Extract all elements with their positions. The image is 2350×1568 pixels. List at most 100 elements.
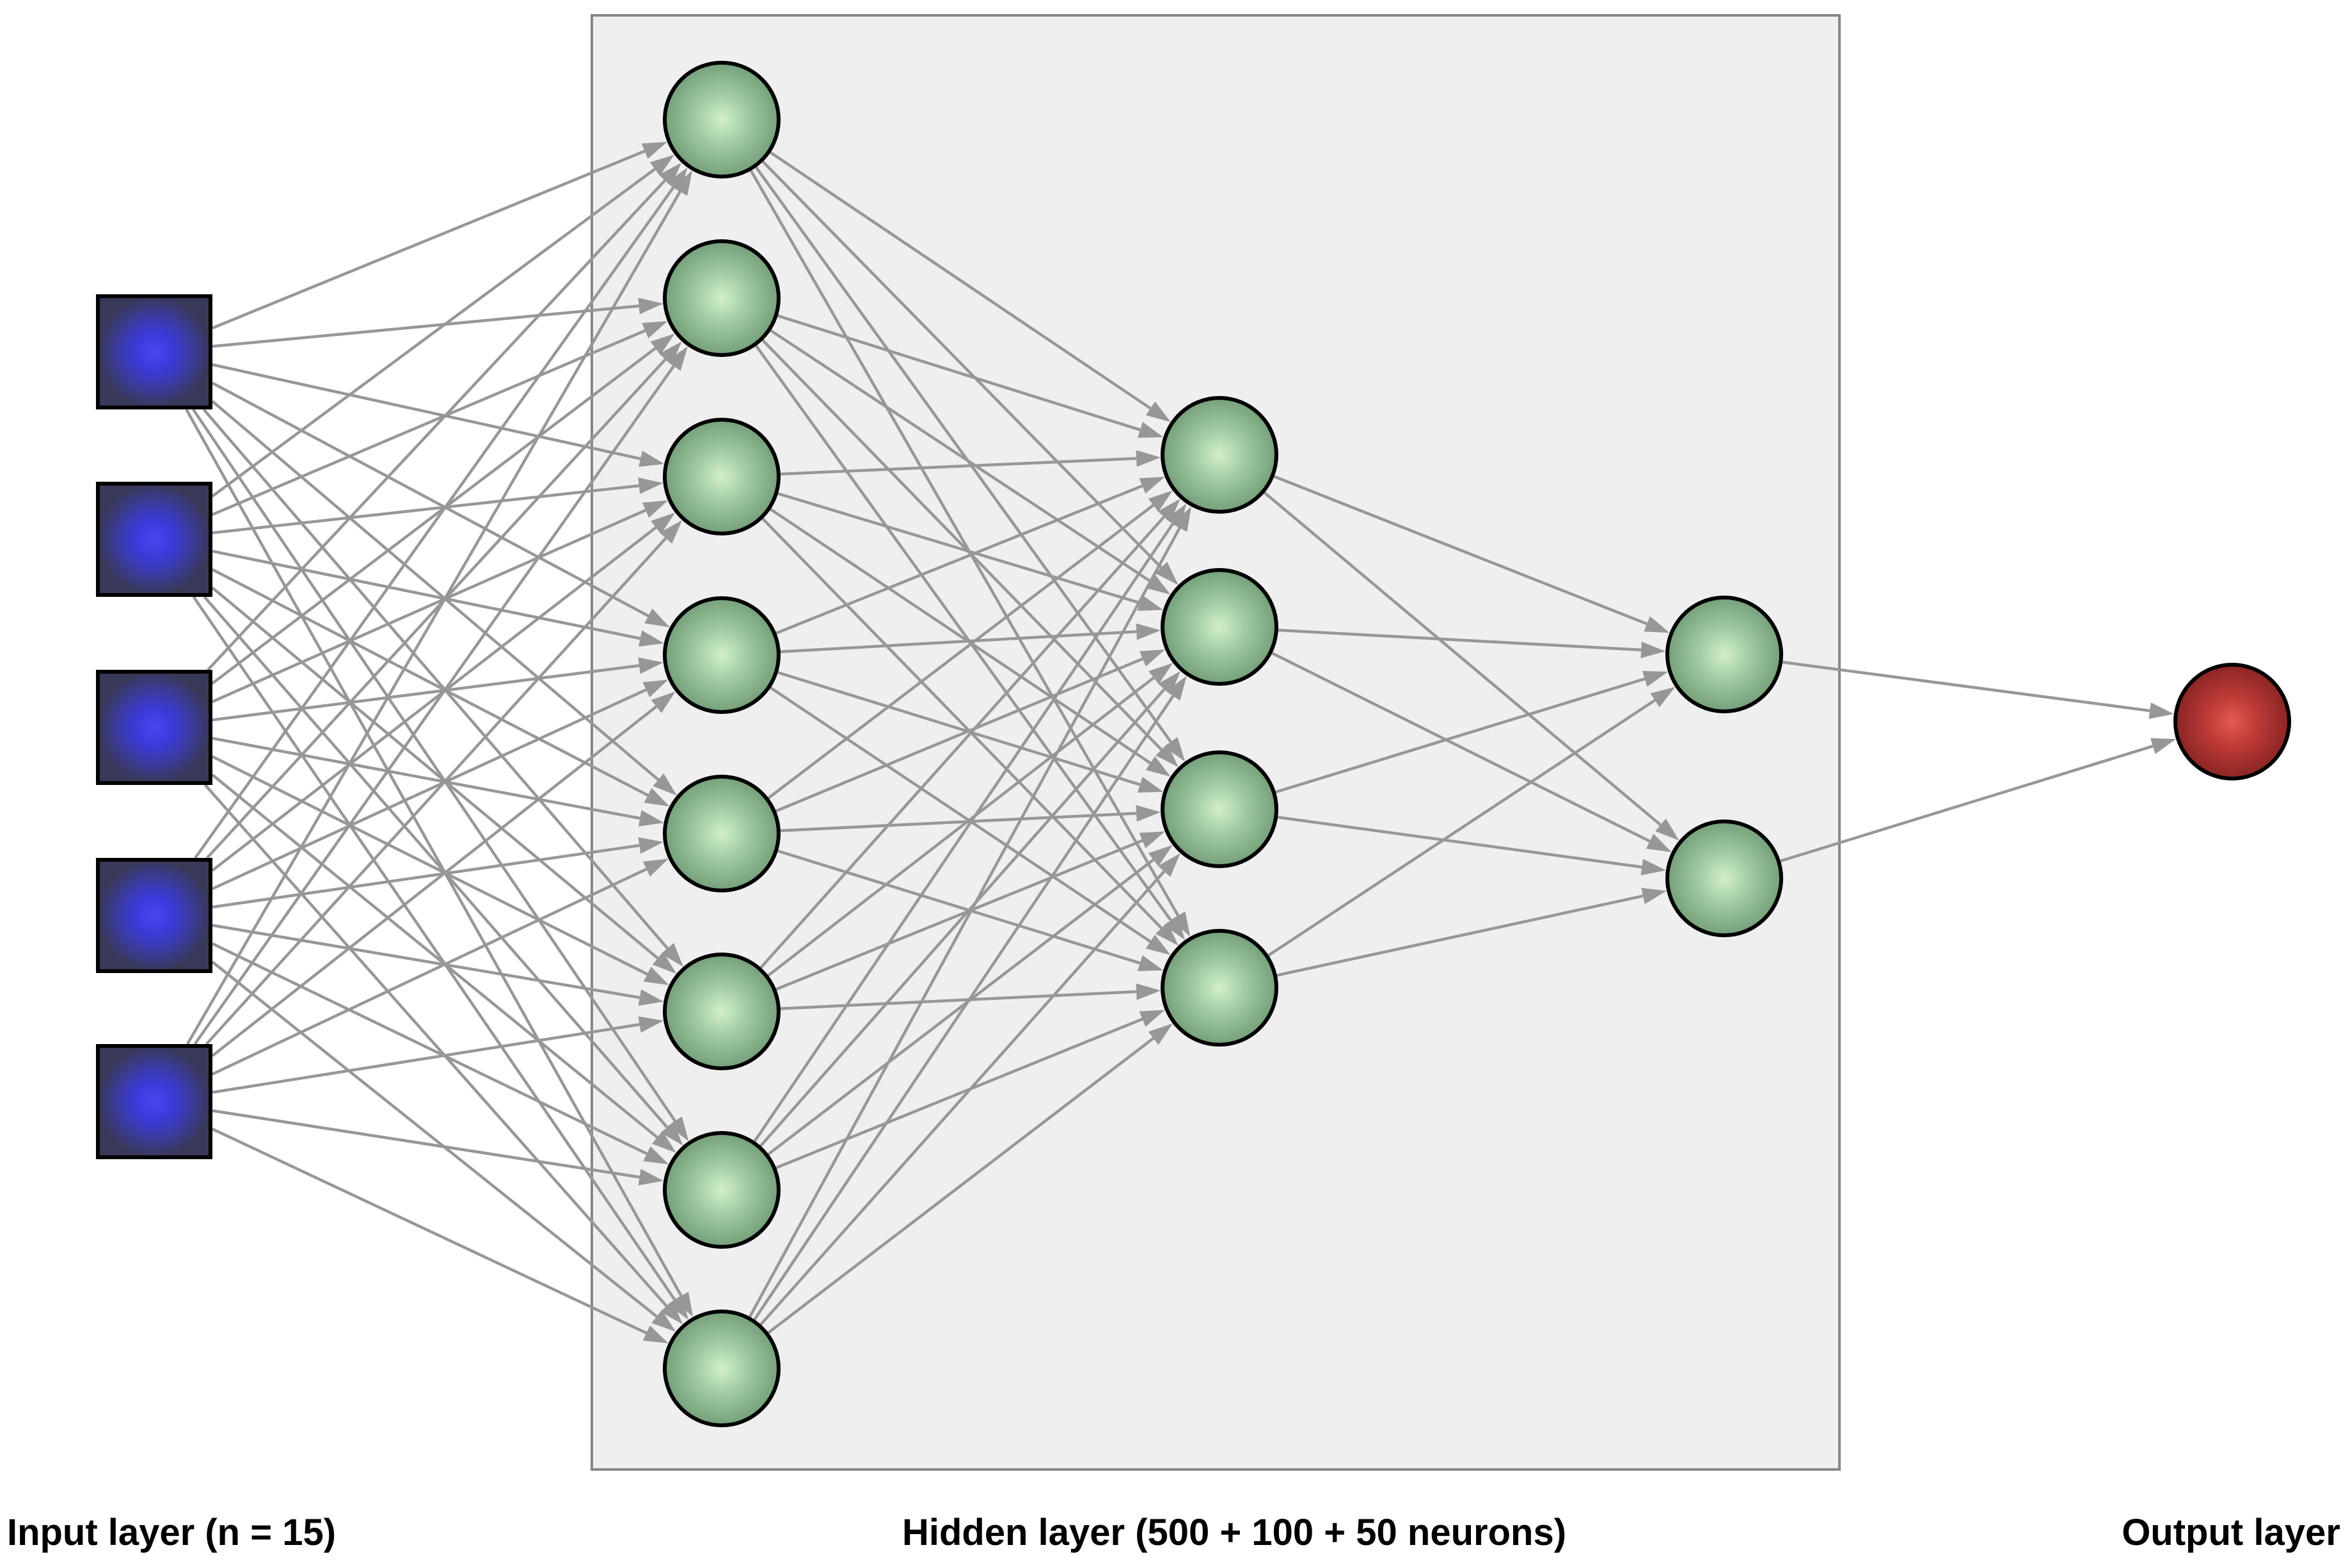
arrowhead-icon [643, 1146, 669, 1164]
hidden2-node [1161, 568, 1278, 686]
arrowhead-icon [1155, 743, 1179, 768]
edge-input-to-hidden1 [212, 844, 640, 909]
arrowhead-icon [1145, 401, 1171, 422]
arrowhead-icon [1157, 853, 1180, 877]
arrowhead-icon [2150, 738, 2177, 754]
edge-input-to-hidden1 [211, 705, 658, 1057]
edge-input-to-hidden1 [211, 400, 660, 781]
arrowhead-icon [642, 321, 668, 338]
arrowhead-icon [644, 788, 670, 807]
edge-input-to-hidden1 [211, 773, 658, 1139]
arrowhead-icon [651, 1310, 676, 1332]
edge-input-to-hidden1 [192, 408, 676, 1122]
edge-hidden1-to-hidden2 [775, 1017, 1143, 1169]
edge-hidden1-to-hidden2 [767, 1037, 1155, 1334]
arrowhead-icon [1137, 777, 1164, 793]
arrowhead-icon [638, 657, 663, 674]
arrowhead-icon [638, 810, 664, 827]
edge-input-to-hidden1 [212, 1023, 640, 1094]
input-layer-label: Input layer (n = 15) [7, 1512, 336, 1553]
arrowhead-icon [1136, 805, 1161, 822]
output-layer-label: Output layer [2122, 1512, 2340, 1553]
arrowhead-icon [1650, 686, 1676, 708]
arrowhead-icon [658, 162, 682, 186]
hidden1-node [663, 596, 781, 714]
edge-hidden2-to-hidden3 [1276, 894, 1644, 977]
edge-input-to-hidden1 [211, 381, 649, 617]
edge-input-to-hidden1 [212, 867, 647, 1076]
arrowhead-icon [1166, 676, 1187, 701]
edge-hidden1-to-hidden2 [770, 329, 1151, 583]
arrowhead-icon [641, 141, 667, 159]
arrowhead-icon [1136, 450, 1161, 467]
edge-input-to-hidden1 [212, 363, 641, 461]
edge-input-to-hidden1 [212, 736, 640, 820]
arrowhead-icon [1148, 1023, 1173, 1045]
hidden1-node [663, 418, 781, 535]
arrowhead-icon [638, 1169, 664, 1185]
nodes-group [96, 61, 2291, 1427]
hidden3-node [1665, 820, 1783, 937]
edge-hidden1-to-hidden2 [770, 151, 1152, 410]
hidden1-node [663, 953, 781, 1070]
hidden1-node [663, 1310, 781, 1427]
edge-input-to-hidden1 [212, 1127, 647, 1334]
edge-input-to-hidden1 [212, 924, 640, 999]
edge-hidden1-to-hidden2 [767, 859, 1155, 1155]
edge-input-to-hidden1 [212, 150, 646, 329]
arrowhead-icon [651, 691, 676, 713]
arrowhead-icon [1172, 506, 1191, 532]
arrowhead-icon [653, 773, 677, 796]
hidden1-node [663, 61, 781, 178]
arrowhead-icon [1148, 844, 1173, 867]
edge-input-to-hidden1 [212, 305, 639, 348]
arrowhead-icon [1157, 498, 1180, 523]
labels-group: Input layer (n = 15) Hidden layer (500 +… [7, 1512, 2340, 1553]
edge-hidden2-to-hidden3 [1267, 699, 1656, 957]
arrowhead-icon [1155, 922, 1179, 946]
edge-hidden1-to-hidden2 [780, 990, 1137, 1010]
arrowhead-icon [652, 951, 677, 974]
arrowhead-icon [1640, 859, 1666, 876]
edge-hidden1-to-hidden2 [777, 671, 1141, 786]
input-node [96, 1044, 212, 1159]
arrowhead-icon [1655, 818, 1679, 841]
arrowhead-icon [2148, 702, 2174, 719]
hidden1-node [663, 775, 781, 892]
arrowhead-icon [639, 450, 665, 467]
arrowhead-icon [642, 679, 669, 698]
arrowhead-icon [1139, 649, 1166, 667]
edge-hidden1-to-hidden2 [755, 166, 1172, 743]
edge-input-to-hidden1 [186, 191, 681, 1045]
edge-hidden2-to-hidden3 [1275, 677, 1646, 794]
edge-hidden1-to-hidden2 [777, 492, 1141, 605]
arrowhead-icon [660, 1301, 683, 1325]
arrowhead-icon [644, 608, 670, 628]
input-node [96, 482, 212, 597]
input-node [96, 670, 212, 785]
hidden2-node [1161, 929, 1278, 1047]
edge-hidden1-to-hidden2 [777, 850, 1141, 965]
arrowhead-icon [1145, 756, 1171, 777]
edge-input-to-hidden1 [211, 586, 659, 960]
edge-input-to-hidden1 [211, 960, 658, 1318]
arrowhead-icon [661, 942, 683, 967]
arrowhead-icon [642, 859, 669, 877]
edge-hidden1-to-hidden2 [780, 457, 1137, 476]
arrowhead-icon [1158, 670, 1181, 695]
arrowhead-icon [1641, 887, 1667, 905]
arrowhead-icon [638, 1016, 664, 1033]
edge-input-to-hidden1 [192, 596, 676, 1301]
arrowhead-icon [1164, 915, 1186, 940]
arrowhead-icon [651, 512, 676, 534]
output-node [2173, 663, 2291, 780]
edge-hidden1-to-hidden2 [780, 812, 1137, 832]
arrowhead-icon [1164, 736, 1186, 762]
edge-input-to-hidden1 [211, 526, 657, 872]
arrowhead-icon [1148, 490, 1173, 512]
arrowhead-icon [1139, 1010, 1165, 1027]
arrowhead-icon [643, 967, 669, 985]
edge-hidden1-to-hidden2 [775, 839, 1143, 991]
arrowhead-icon [666, 167, 688, 193]
